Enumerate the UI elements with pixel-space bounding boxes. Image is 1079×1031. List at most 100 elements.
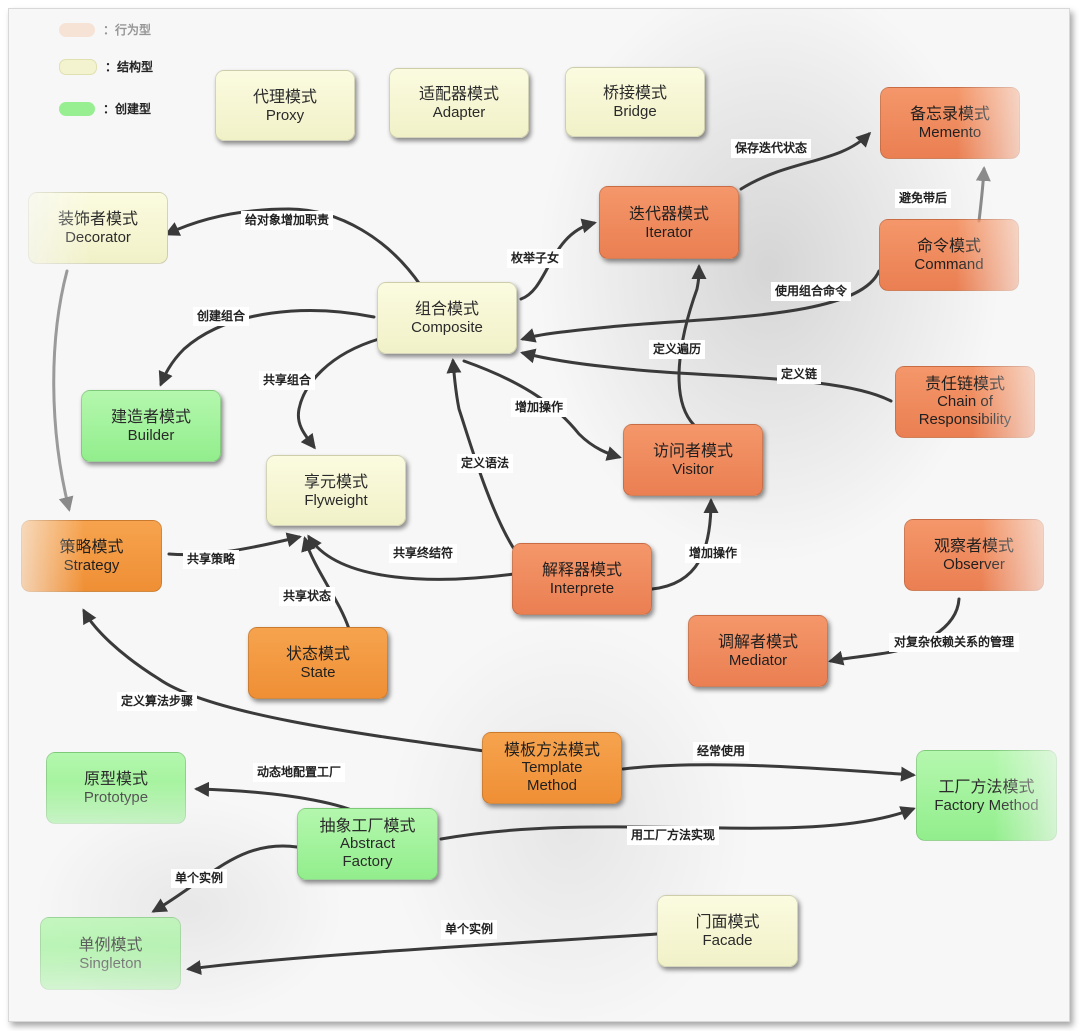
edge-label-create-composite: 创建组合 (193, 307, 250, 326)
node-strategy-zh: 策略模式 (59, 537, 124, 556)
edge-label-avoid-undo: 避免带后 (895, 189, 952, 208)
node-command[interactable]: 命令模式 Command (879, 219, 1019, 291)
diagram-canvas: ：行为型 ：结构型 ：创建型 代理模式 Proxy 适配器模式 Adapter … (8, 8, 1070, 1022)
node-interpreter[interactable]: 解释器模式 Interprete (512, 543, 652, 615)
edge-label-share-composite: 共享组合 (259, 371, 316, 390)
edge-label-share-state: 共享状态 (279, 587, 336, 606)
node-state-en: State (300, 664, 336, 681)
edge-label-enum-children: 枚举子女 (507, 249, 564, 268)
node-iterator-zh: 迭代器模式 (628, 203, 709, 223)
edge-label-decorate: 给对象增加职责 (241, 211, 334, 230)
edge-template-factory (621, 763, 916, 782)
node-facade[interactable]: 门面模式 Facade (657, 895, 798, 967)
legend-label-creational: ：创建型 (103, 102, 152, 116)
edge-interpreter-flyweight (307, 534, 516, 581)
node-factory-en: Factory Method (934, 796, 1039, 814)
legend-label-structural: ：结构型 (105, 60, 154, 74)
node-memento-zh: 备忘录模式 (909, 104, 990, 123)
node-facade-en: Facade (702, 932, 753, 949)
node-proxy[interactable]: 代理模式 Proxy (215, 70, 355, 141)
legend-behavioral: ：行为型 (59, 21, 151, 38)
node-iterator-en: Iterator (645, 223, 693, 241)
node-strategy[interactable]: 策略模式 Strategy (21, 520, 162, 592)
legend-structural: ：结构型 (59, 58, 153, 75)
node-mediator[interactable]: 调解者模式 Mediator (688, 615, 828, 687)
node-iterator[interactable]: 迭代器模式 Iterator (599, 186, 739, 259)
edge-decorator-strategy (52, 269, 74, 512)
node-visitor-en: Visitor (672, 461, 714, 478)
node-facade-zh: 门面模式 (695, 912, 760, 931)
node-mediator-zh: 调解者模式 (717, 632, 798, 651)
edge-facade-singleton (186, 932, 659, 975)
node-adapter-en: Adapter (432, 104, 486, 121)
node-observer[interactable]: 观察者模式 Observer (904, 519, 1044, 591)
node-abstract[interactable]: 抽象工厂模式 Abstract Factory (297, 808, 438, 880)
edge-composite-decorator (164, 207, 423, 288)
node-decorator[interactable]: 装饰者模式 Decorator (28, 192, 168, 264)
legend-creational: ：创建型 (59, 100, 151, 117)
node-adapter-zh: 适配器模式 (418, 84, 499, 103)
node-chain-zh: 责任链模式 (924, 374, 1005, 393)
edge-label-define-traverse: 定义遍历 (649, 340, 706, 359)
node-composite-en: Composite (411, 319, 483, 336)
legend-swatch-behavioral (59, 22, 95, 37)
node-proxy-zh: 代理模式 (252, 86, 317, 106)
node-chain[interactable]: 责任链模式 Chain of Responsibility (895, 366, 1035, 438)
node-template-en: Template Method (521, 759, 583, 794)
node-state-zh: 状态模式 (285, 644, 350, 663)
node-visitor[interactable]: 访问者模式 Visitor (623, 424, 763, 496)
node-abstract-en: Abstract Factory (339, 835, 396, 870)
edge-label-use-composite-cmd: 使用组合命令 (771, 282, 852, 301)
node-template-zh: 模板方法模式 (503, 740, 600, 759)
edge-abstract-prototype (194, 781, 351, 811)
node-memento[interactable]: 备忘录模式 Memento (880, 87, 1020, 159)
node-prototype-zh: 原型模式 (83, 769, 148, 788)
edge-label-use-factory: 用工厂方法实现 (627, 826, 720, 845)
edge-composite-visitor (462, 359, 622, 461)
edge-label-save-iter: 保存迭代状态 (731, 139, 812, 158)
node-builder-en: Builder (127, 427, 175, 444)
node-singleton-en: Singleton (79, 954, 142, 972)
node-chain-en: Chain of Responsibility (918, 393, 1012, 428)
edge-observer-mediator (828, 597, 961, 666)
node-proxy-en: Proxy (265, 106, 305, 124)
node-factory[interactable]: 工厂方法模式 Factory Method (916, 750, 1057, 841)
node-builder[interactable]: 建造者模式 Builder (81, 390, 221, 462)
node-flyweight[interactable]: 享元模式 Flyweight (266, 455, 406, 526)
edge-label-single1: 单个实例 (171, 869, 228, 888)
edge-label-add-op2: 增加操作 (685, 544, 742, 563)
node-adapter[interactable]: 适配器模式 Adapter (389, 68, 529, 138)
edge-label-add-op1: 增加操作 (511, 398, 568, 417)
node-bridge[interactable]: 桥接模式 Bridge (565, 67, 705, 137)
edge-chain-composite (520, 348, 893, 403)
node-bridge-zh: 桥接模式 (602, 83, 667, 102)
node-flyweight-zh: 享元模式 (303, 471, 368, 491)
edge-label-dyn-factory: 动态地配置工厂 (253, 763, 346, 782)
legend-label-behavioral: ：行为型 (103, 23, 152, 37)
node-decorator-zh: 装饰者模式 (57, 209, 138, 228)
node-composite[interactable]: 组合模式 Composite (377, 282, 517, 354)
node-mediator-en: Mediator (728, 652, 788, 669)
legend-swatch-structural (59, 58, 97, 75)
node-interpreter-en: Interprete (549, 580, 615, 597)
node-singleton-zh: 单例模式 (78, 934, 143, 954)
node-prototype[interactable]: 原型模式 Prototype (46, 752, 186, 824)
edge-composite-builder (158, 309, 376, 387)
node-decorator-en: Decorator (65, 229, 131, 246)
edge-label-define-chain: 定义链 (777, 365, 822, 384)
node-abstract-zh: 抽象工厂模式 (319, 816, 416, 835)
edge-visitor-iterator (677, 264, 707, 427)
node-interpreter-zh: 解释器模式 (541, 560, 622, 579)
node-builder-zh: 建造者模式 (110, 407, 191, 426)
edge-label-share-strategy: 共享策略 (183, 550, 240, 569)
edge-label-complex-dep: 对复杂依赖关系的管理 (889, 633, 1019, 652)
legend-swatch-creational (59, 101, 95, 116)
edge-label-share-terminal: 共享终结符 (389, 544, 458, 563)
node-singleton[interactable]: 单例模式 Singleton (40, 917, 181, 990)
node-composite-zh: 组合模式 (414, 299, 479, 318)
node-template[interactable]: 模板方法模式 Template Method (482, 732, 622, 804)
edge-command-memento (975, 166, 991, 223)
node-factory-zh: 工厂方法模式 (938, 776, 1035, 796)
node-state[interactable]: 状态模式 State (248, 627, 388, 699)
node-strategy-en: Strategy (63, 557, 120, 574)
